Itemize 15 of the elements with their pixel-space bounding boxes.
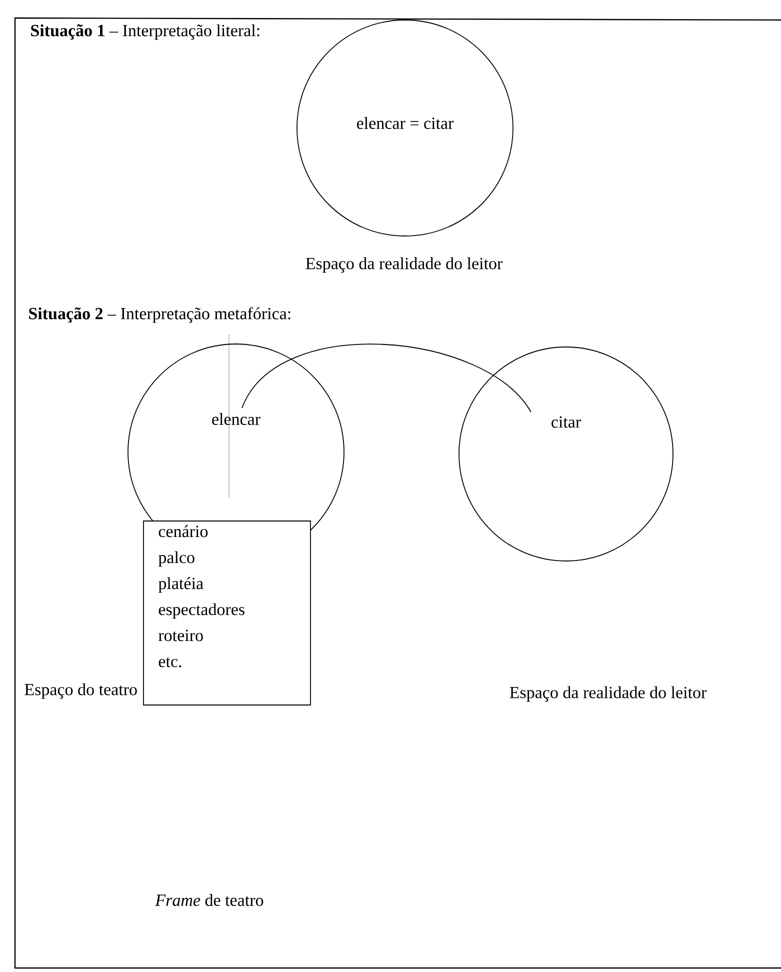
circle-label: elencar <box>212 413 260 425</box>
arc-connector <box>242 344 532 412</box>
heading-text: Frame de teatro <box>155 894 264 906</box>
space-caption: Espaço da realidade do leitor <box>306 257 503 273</box>
list-item: espectadores <box>158 603 244 619</box>
list-item: roteiro <box>158 630 203 642</box>
heading-text: Situação 2 – Interpretação metafórica: <box>29 307 290 323</box>
circle-label: citar <box>552 416 581 428</box>
circle-label: elencar = citar <box>356 117 454 129</box>
heading-text: Situação 1 – Interpretação literal: <box>31 24 260 40</box>
list-item: cenário <box>158 525 208 538</box>
list-item: etc. <box>158 657 182 668</box>
list-item: palco <box>158 551 194 567</box>
heading-text: Espaço da realidade do leitor <box>510 686 707 702</box>
list-item: platéia <box>158 577 204 593</box>
